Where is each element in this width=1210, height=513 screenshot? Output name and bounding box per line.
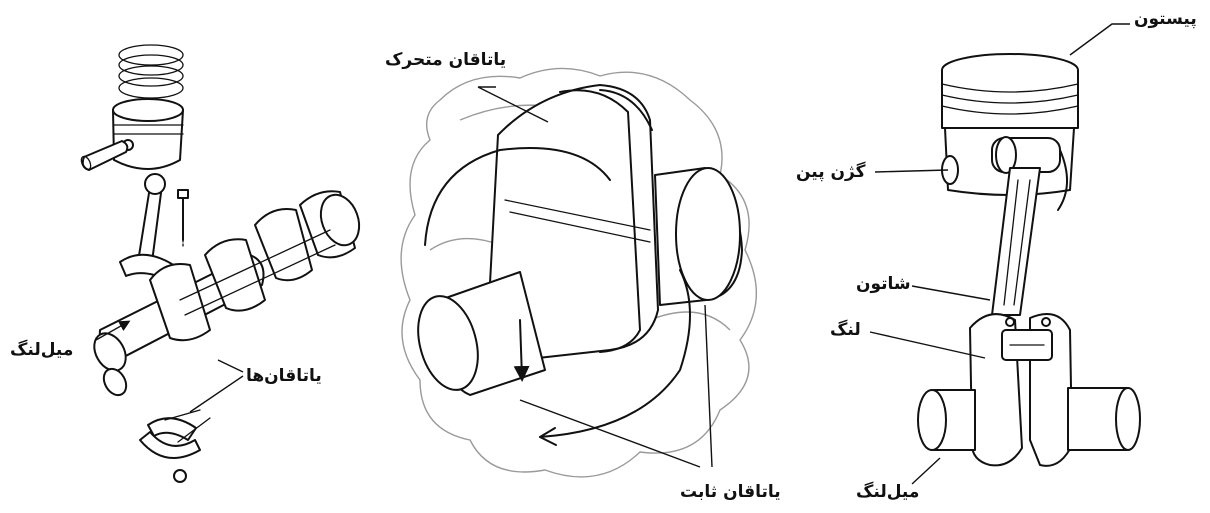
label-piston: پیستون	[1134, 9, 1197, 29]
exploded-piston-drawing	[113, 99, 183, 169]
fixed-bearing-leader-2	[705, 305, 712, 467]
exploded-crankshaft-drawing	[88, 189, 366, 399]
crank-throw-drawing	[401, 68, 756, 476]
piston-leader	[1070, 24, 1130, 55]
label-crank-arm: لنگ	[830, 320, 861, 340]
exploded-bolt-drawing	[178, 190, 188, 246]
exploded-engine-drawing	[79, 45, 365, 482]
fixed-journal-drawing	[655, 168, 742, 305]
label-assembly-crankshaft: میل‌لنگ	[856, 482, 919, 502]
label-fixed-bearing: یاتاقان ثابت	[680, 482, 781, 502]
exploded-bearings-leader	[190, 360, 243, 412]
exploded-pin-drawing	[79, 141, 127, 171]
label-connecting-rod: شاتون	[856, 274, 911, 294]
label-gudgeon-pin: گژن پین	[796, 162, 866, 182]
piston-rings-drawing	[119, 45, 183, 98]
label-moving-bearing: یاتاقان متحرک	[385, 50, 506, 70]
label-exploded-crankshaft: میل‌لنگ	[10, 340, 73, 360]
label-exploded-bearings: یاتاقان‌ها	[246, 366, 322, 386]
assembly-crank-arms-drawing	[970, 314, 1072, 466]
exploded-bearing-shells-drawing	[140, 410, 210, 482]
assembly-crankshaft-leader	[912, 458, 940, 484]
piston-assembly-drawing	[918, 54, 1140, 466]
moving-journal-drawing	[409, 272, 545, 397]
gudgeon-pin-leader	[875, 170, 948, 172]
crank-arm-leader	[870, 332, 985, 358]
connecting-rod-leader	[912, 286, 990, 300]
